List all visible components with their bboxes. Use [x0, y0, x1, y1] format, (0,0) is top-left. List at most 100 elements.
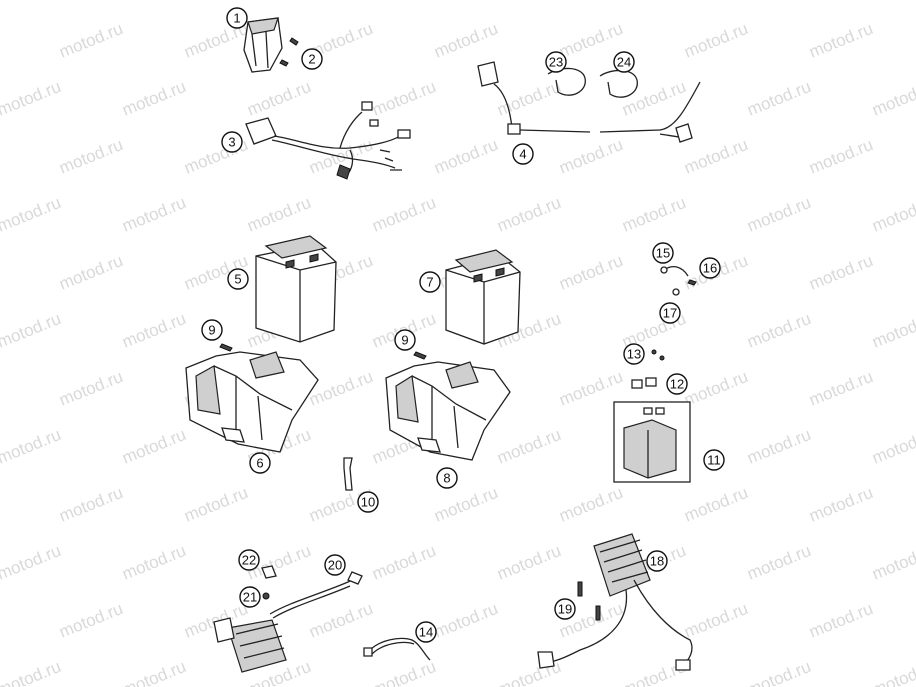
watermark-text: motod.ru: [369, 0, 438, 4]
callout: 1: [226, 7, 248, 29]
callout: 15: [652, 242, 674, 264]
svg-text:10: 10: [361, 495, 375, 510]
part-7-battery: [445, 249, 521, 345]
watermark-text: motod.ru: [0, 309, 64, 352]
watermark-text: motod.ru: [806, 367, 875, 410]
callout: 18: [646, 550, 668, 572]
callout: 10: [357, 491, 379, 513]
watermark-text: motod.ru: [681, 367, 750, 410]
watermark-text: motod.ru: [119, 425, 188, 468]
callout: 20: [324, 554, 346, 576]
watermark-text: motod.ru: [244, 77, 313, 120]
watermark-text: motod.ru: [619, 0, 688, 4]
part-10-clip: [343, 457, 353, 491]
part-14-cable: [363, 637, 431, 661]
watermark-text: motod.ru: [56, 251, 125, 294]
callout: 17: [659, 302, 681, 324]
watermark-text: motod.ru: [56, 483, 125, 526]
svg-text:13: 13: [627, 347, 641, 362]
watermark-text: motod.ru: [681, 135, 750, 178]
watermark-text: motod.ru: [744, 309, 813, 352]
watermark-text: motod.ru: [556, 135, 625, 178]
part-22-boot: [261, 565, 277, 579]
watermark-text: motod.ru: [806, 251, 875, 294]
svg-text:21: 21: [243, 590, 257, 605]
svg-text:9: 9: [208, 323, 215, 338]
part-13-screws: [651, 349, 665, 361]
svg-text:7: 7: [426, 275, 433, 290]
watermark-text: motod.ru: [244, 0, 313, 4]
watermark-text: motod.ru: [744, 0, 813, 4]
watermark-text: motod.ru: [119, 541, 188, 584]
svg-text:11: 11: [707, 453, 721, 468]
watermark-text: motod.ru: [0, 599, 1, 642]
watermark-text: motod.ru: [681, 483, 750, 526]
watermark-text: motod.ru: [431, 135, 500, 178]
part-15-wire: [660, 265, 689, 277]
watermark-text: motod.ru: [0, 193, 64, 236]
watermark-text: motod.ru: [619, 193, 688, 236]
watermark-text: motod.ru: [0, 77, 64, 120]
callout: 11: [703, 449, 725, 471]
watermark-text: motod.ru: [56, 367, 125, 410]
watermark-text: motod.ru: [869, 193, 916, 236]
svg-text:3: 3: [228, 135, 235, 150]
watermark-text: motod.ru: [619, 77, 688, 120]
part-4-cable: [477, 61, 701, 143]
watermark-text: motod.ru: [556, 483, 625, 526]
watermark-text: motod.ru: [0, 657, 64, 687]
callout: 9: [201, 319, 223, 341]
callout: 13: [623, 343, 645, 365]
watermark-text: motod.ru: [119, 193, 188, 236]
svg-text:16: 16: [703, 261, 717, 276]
watermark-text: motod.ru: [56, 135, 125, 178]
watermark-text: motod.ru: [556, 251, 625, 294]
callout: 2: [301, 48, 323, 70]
watermark-text: motod.ru: [806, 599, 875, 642]
part-16-screw: [687, 279, 697, 286]
part-17-washer: [672, 288, 680, 296]
part-5-battery: [255, 235, 337, 343]
watermark-text: motod.ru: [119, 309, 188, 352]
part-6-battery-box: [185, 351, 319, 453]
svg-text:15: 15: [656, 246, 670, 261]
watermark-text: motod.ru: [369, 193, 438, 236]
watermark-text: motod.ru: [869, 0, 916, 4]
watermark-text: motod.ru: [431, 599, 500, 642]
watermark-text: motod.ru: [431, 19, 500, 62]
watermark-text: motod.ru: [806, 135, 875, 178]
watermark-text: motod.ru: [56, 599, 125, 642]
callout: 14: [415, 621, 437, 643]
svg-text:6: 6: [256, 456, 263, 471]
watermark-text: motod.ru: [494, 425, 563, 468]
watermark-text: motod.ru: [744, 425, 813, 468]
part-2-screws: [279, 37, 299, 67]
svg-text:4: 4: [519, 147, 526, 162]
svg-text:12: 12: [670, 377, 684, 392]
watermark-text: motod.ru: [744, 541, 813, 584]
callout: 8: [436, 467, 458, 489]
watermark-text: motod.ru: [744, 77, 813, 120]
watermark-text: motod.ru: [306, 599, 375, 642]
part-9-screw: [219, 343, 233, 352]
watermark-text: motod.ru: [556, 19, 625, 62]
watermark-text: motod.ru: [0, 0, 64, 4]
svg-text:1: 1: [233, 11, 240, 26]
watermark-text: motod.ru: [0, 19, 1, 62]
svg-text:2: 2: [308, 52, 315, 67]
callout: 7: [419, 271, 441, 293]
watermark-text: motod.ru: [869, 77, 916, 120]
watermark-text: motod.ru: [56, 19, 125, 62]
watermark-text: motod.ru: [744, 193, 813, 236]
watermark-text: motod.ru: [369, 541, 438, 584]
watermark-text: motod.ru: [806, 483, 875, 526]
watermark-text: motod.ru: [244, 193, 313, 236]
watermark-text: motod.ru: [0, 541, 64, 584]
watermark-text: motod.ru: [869, 425, 916, 468]
callout: 19: [554, 598, 576, 620]
watermark-text: motod.ru: [806, 19, 875, 62]
svg-text:8: 8: [443, 471, 450, 486]
part-20-cable: [269, 571, 363, 619]
